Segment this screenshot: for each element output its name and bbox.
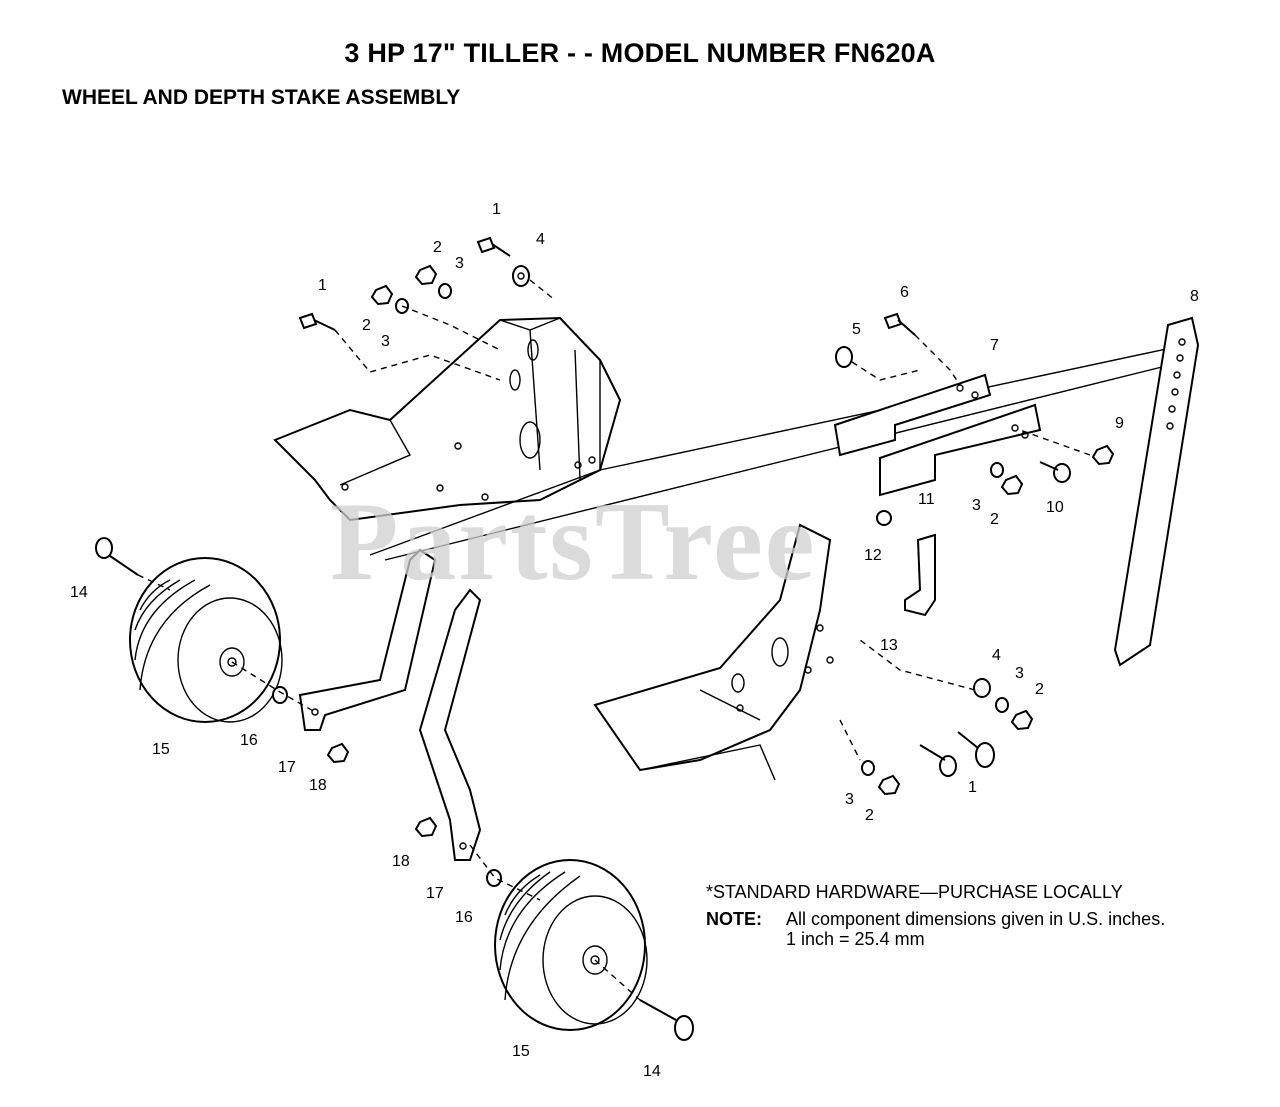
callout-12: 12 xyxy=(864,547,882,564)
assembly-subtitle: WHEEL AND DEPTH STAKE ASSEMBLY xyxy=(62,86,461,109)
wheel-arm-right xyxy=(418,588,482,861)
note-line-1: All component dimensions given in U.S. i… xyxy=(786,909,1166,929)
callout-18-left: 18 xyxy=(309,777,327,794)
callout-17-left: 17 xyxy=(278,759,296,776)
callout-6: 6 xyxy=(900,284,909,301)
note-label: NOTE: xyxy=(706,909,762,929)
callout-3-top: 3 xyxy=(455,255,464,272)
callout-2-right: 2 xyxy=(1035,681,1044,698)
depth-stake xyxy=(1113,316,1200,667)
callout-1-top: 1 xyxy=(492,201,501,218)
dimension-note: NOTE: All component dimensions given in … xyxy=(706,909,1165,949)
callout-3-bottom: 3 xyxy=(845,791,854,808)
callout-2-top: 2 xyxy=(433,239,442,256)
callout-7: 7 xyxy=(990,337,999,354)
callout-14-bottom: 14 xyxy=(643,1063,661,1080)
note-text: All component dimensions given in U.S. i… xyxy=(786,909,1165,949)
callout-18-bottom: 18 xyxy=(392,853,410,870)
callout-3-upper-left: 3 xyxy=(381,333,390,350)
callout-2-mid-right: 2 xyxy=(990,511,999,528)
callout-5: 5 xyxy=(852,321,861,338)
callout-15-left: 15 xyxy=(152,741,170,758)
callout-3-mid-right: 3 xyxy=(972,497,981,514)
callout-13: 13 xyxy=(880,637,898,654)
callout-4-top: 4 xyxy=(536,231,545,248)
callout-11: 11 xyxy=(918,491,935,508)
callout-17-bottom: 17 xyxy=(426,885,444,902)
callout-16-bottom: 16 xyxy=(455,909,473,926)
callout-1-right: 1 xyxy=(968,779,977,796)
wheel-arm-left xyxy=(298,548,437,731)
tiller-frame xyxy=(273,316,622,522)
wheel-right xyxy=(494,859,648,1031)
wheel-left xyxy=(129,557,283,723)
page-title: 3 HP 17" TILLER - - MODEL NUMBER FN620A xyxy=(344,38,936,68)
hardware-note: *STANDARD HARDWARE—PURCHASE LOCALLY NOTE… xyxy=(706,882,1165,949)
callout-14-left: 14 xyxy=(70,584,88,601)
hardware xyxy=(95,236,1115,1041)
callout-10: 10 xyxy=(1046,499,1064,516)
callout-9: 9 xyxy=(1115,415,1124,432)
callout-2-bottom: 2 xyxy=(865,807,874,824)
callout-1-upper-left: 1 xyxy=(318,277,327,294)
callout-labels: 1 4 2 3 1 2 3 6 5 7 8 9 3 2 10 11 12 13 … xyxy=(70,201,1199,1080)
depth-bracket xyxy=(833,373,1042,497)
leader-lines xyxy=(137,279,1091,1001)
callout-4-right: 4 xyxy=(992,647,1001,664)
parts-tree-watermark: PartsTree xyxy=(330,480,817,604)
stake-clip xyxy=(904,533,936,617)
callout-15-bottom: 15 xyxy=(512,1043,530,1060)
callout-16-left: 16 xyxy=(240,732,258,749)
callout-2-upper-left: 2 xyxy=(362,317,371,334)
note-line-2: 1 inch = 25.4 mm xyxy=(786,929,925,949)
right-frame xyxy=(593,523,834,781)
callout-8: 8 xyxy=(1190,288,1199,305)
standard-hardware-note: *STANDARD HARDWARE—PURCHASE LOCALLY xyxy=(706,882,1123,902)
callout-3-right: 3 xyxy=(1015,665,1024,682)
